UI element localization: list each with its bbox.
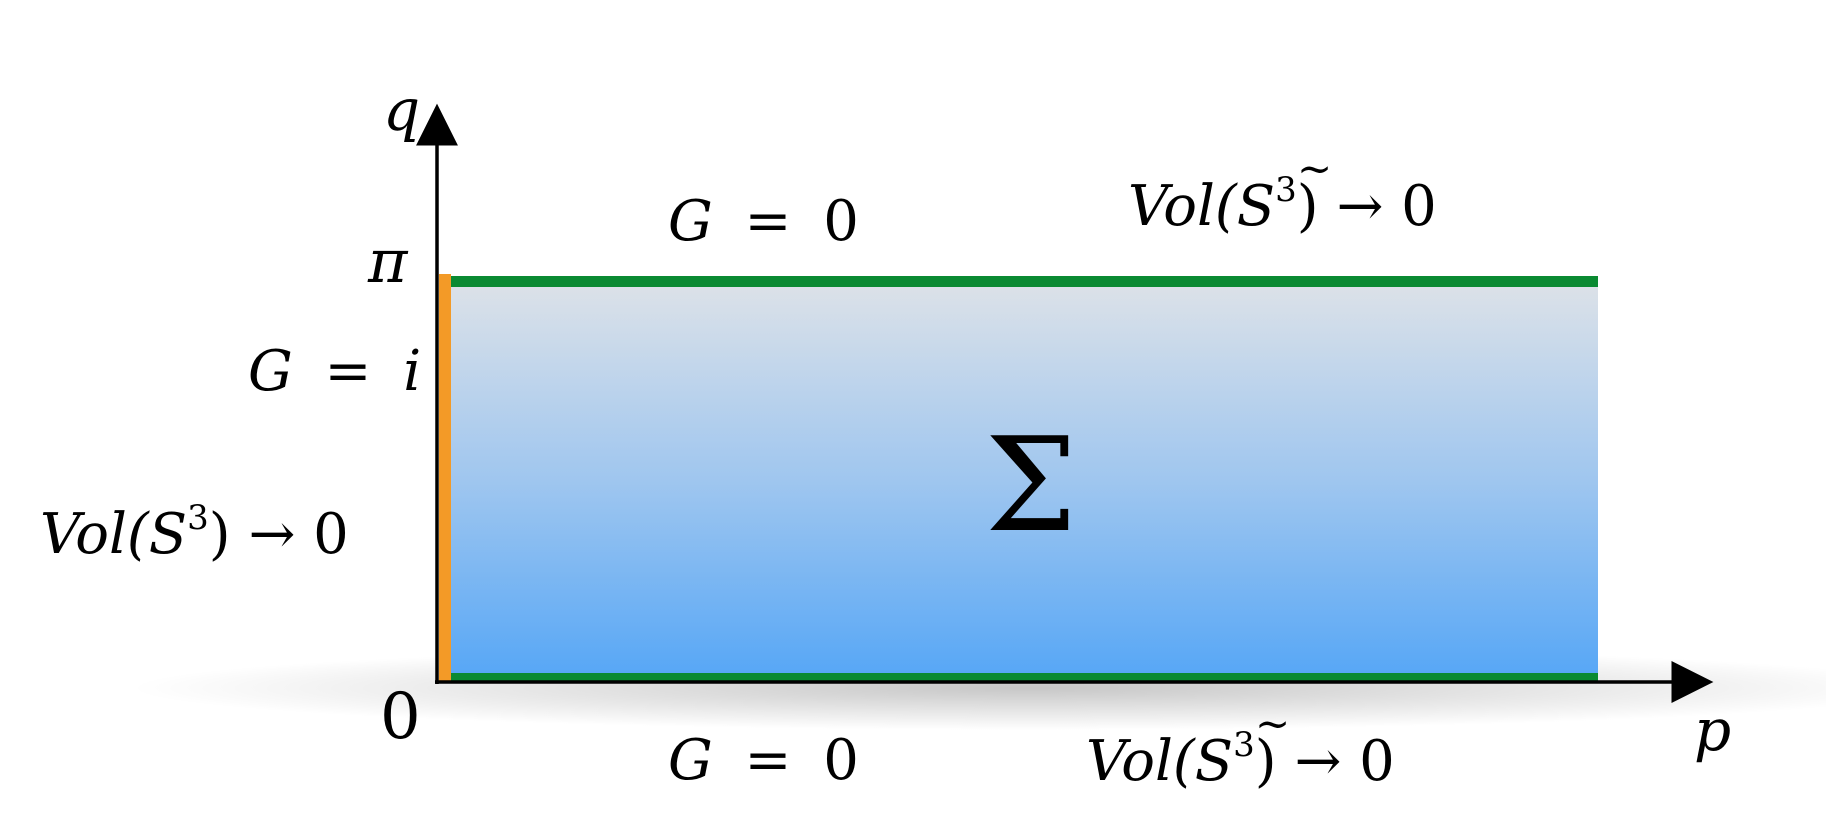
left-g-label: G = i <box>248 339 421 404</box>
bottom-vol-label: Vol(S3) → 0 <box>1086 725 1395 794</box>
pi-tick-label: π <box>367 227 409 297</box>
top-vol-label: Vol(S3) → 0 <box>1128 170 1437 239</box>
top-boundary-line <box>444 276 1598 287</box>
region-sigma-fill <box>444 281 1598 681</box>
p-axis-label: p <box>1694 696 1731 764</box>
bottom-g-label: G = 0 <box>668 728 859 793</box>
bottom-boundary-line <box>444 673 1598 682</box>
top-g-label: G = 0 <box>668 189 859 254</box>
origin-tick-label: 0 <box>380 680 421 754</box>
top-vol-tilde: ~ <box>1297 144 1332 193</box>
left-vol-label: Vol(S3) → 0 <box>40 498 349 567</box>
left-boundary-line <box>439 274 451 682</box>
q-axis-label: q <box>383 76 420 144</box>
bottom-vol-tilde: ~ <box>1255 699 1290 748</box>
sigma-region-label: Σ <box>985 409 1077 561</box>
